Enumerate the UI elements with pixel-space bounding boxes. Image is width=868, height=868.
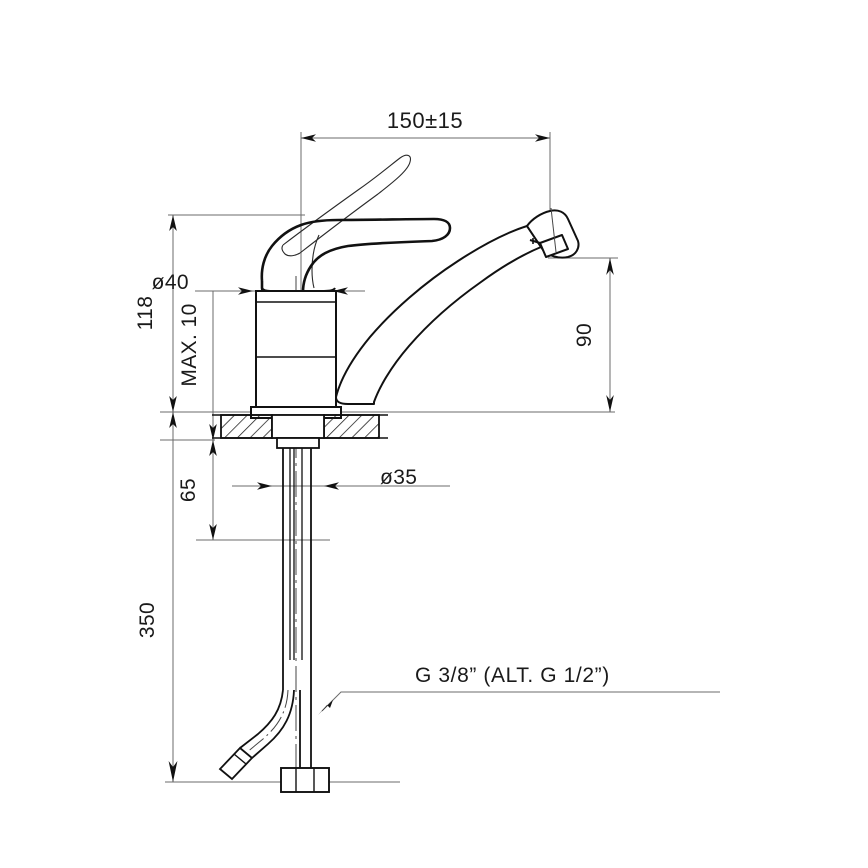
dim-label-hose-length: 350 bbox=[136, 602, 159, 638]
mounting-nut bbox=[271, 414, 325, 449]
dim-label-spout-reach: 150±15 bbox=[387, 108, 463, 133]
dim-label-spout-height: 90 bbox=[573, 323, 596, 347]
inlet-nut bbox=[280, 767, 330, 793]
dimension-spout-reach: 150±15 bbox=[301, 108, 550, 142]
dim-label-tail-length: 65 bbox=[177, 478, 200, 502]
dim-label-max-deck-thickness: MAX. 10 bbox=[178, 303, 201, 386]
supply-hose-left bbox=[239, 689, 295, 759]
dimension-spout-height: 90 bbox=[573, 258, 614, 412]
dim-label-body-height: 118 bbox=[134, 296, 157, 331]
dimension-mounting-hole-diameter: ø35 bbox=[232, 466, 450, 490]
supply-hose-straight bbox=[299, 690, 312, 770]
hose-end-fitting bbox=[218, 746, 254, 781]
threaded-shank bbox=[282, 448, 312, 690]
deck-section bbox=[212, 414, 388, 439]
lever-handle-raised bbox=[281, 154, 411, 289]
dimension-hose-length: 350 bbox=[136, 412, 178, 782]
dimension-body-height: 118 bbox=[134, 215, 177, 412]
dimension-max-deck-thickness: MAX. 10 bbox=[178, 291, 217, 440]
dimension-tail-length: 65 bbox=[177, 440, 217, 540]
spout bbox=[335, 225, 542, 405]
dim-label-mounting-hole-diameter: ø35 bbox=[380, 466, 417, 489]
spout-aerator bbox=[526, 207, 580, 259]
note-leader-thread-spec bbox=[318, 691, 720, 715]
mixer-body bbox=[250, 287, 342, 419]
note-label-thread-spec: G 3/8” (ALT. G 1/2”) bbox=[415, 664, 610, 687]
dim-label-cap-diameter: ø40 bbox=[152, 271, 189, 294]
